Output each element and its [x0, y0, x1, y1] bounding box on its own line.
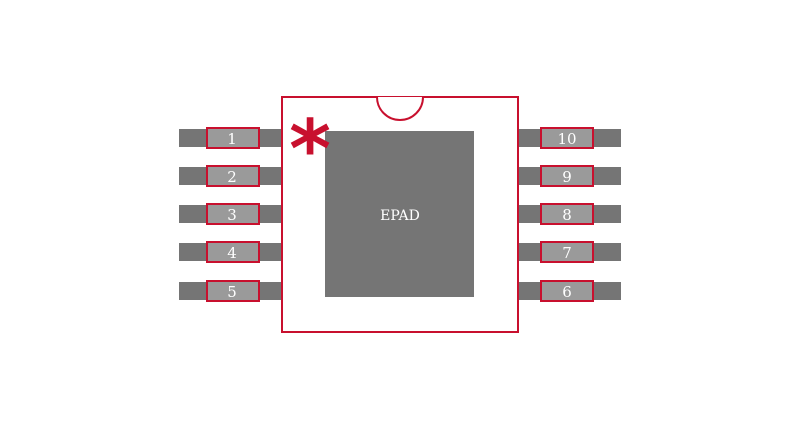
- pin-pad-8: 8: [540, 203, 594, 225]
- lead-pin-8-outer: [593, 205, 621, 223]
- lead-pin-7-inner: [519, 243, 541, 261]
- pin-pad-2: 2: [206, 165, 260, 187]
- pin-label-7: 7: [562, 244, 572, 262]
- right-leads: [519, 129, 621, 300]
- pin-pad-4: 4: [206, 241, 260, 263]
- lead-pin-10-outer: [593, 129, 621, 147]
- lead-pin-2-outer: [179, 167, 207, 185]
- lead-pin-9-outer: [593, 167, 621, 185]
- pin-label-4: 4: [227, 244, 237, 262]
- epad-label: EPAD: [380, 208, 420, 224]
- lead-pin-8-inner: [519, 205, 541, 223]
- lead-pin-10-inner: [519, 129, 541, 147]
- exposed-pad: [325, 131, 474, 297]
- pin-label-9: 9: [562, 168, 572, 186]
- lead-pin-6-outer: [593, 282, 621, 300]
- pin-label-8: 8: [562, 206, 572, 224]
- lead-pin-6-inner: [519, 282, 541, 300]
- pin-label-3: 3: [227, 206, 237, 224]
- left-pin-pads: 1 2 3 4 5: [206, 127, 260, 302]
- lead-pin-3-inner: [259, 205, 281, 223]
- pin1-marker-icon: *: [289, 103, 331, 196]
- pin-pad-10: 10: [540, 127, 594, 149]
- pin-pad-1: 1: [206, 127, 260, 149]
- pin-label-6: 6: [562, 283, 572, 301]
- package-notch: [376, 96, 424, 121]
- pin-label-5: 5: [227, 283, 237, 301]
- pin-label-10: 10: [557, 130, 576, 148]
- pin-pad-6: 6: [540, 280, 594, 302]
- lead-pin-9-inner: [519, 167, 541, 185]
- pin-pad-3: 3: [206, 203, 260, 225]
- pin-pad-9: 9: [540, 165, 594, 187]
- lead-pin-3-outer: [179, 205, 207, 223]
- right-pin-pads: 10 9 8 7 6: [540, 127, 594, 302]
- lead-pin-1-outer: [179, 129, 207, 147]
- pin-label-1: 1: [227, 130, 237, 148]
- lead-pin-5-outer: [179, 282, 207, 300]
- lead-pin-2-inner: [259, 167, 281, 185]
- lead-pin-5-inner: [259, 282, 281, 300]
- pin-pad-5: 5: [206, 280, 260, 302]
- pin-pad-7: 7: [540, 241, 594, 263]
- lead-pin-7-outer: [593, 243, 621, 261]
- pin-label-2: 2: [227, 168, 237, 186]
- lead-pin-4-outer: [179, 243, 207, 261]
- lead-pin-4-inner: [259, 243, 281, 261]
- left-leads: [179, 129, 281, 300]
- lead-pin-1-inner: [259, 129, 281, 147]
